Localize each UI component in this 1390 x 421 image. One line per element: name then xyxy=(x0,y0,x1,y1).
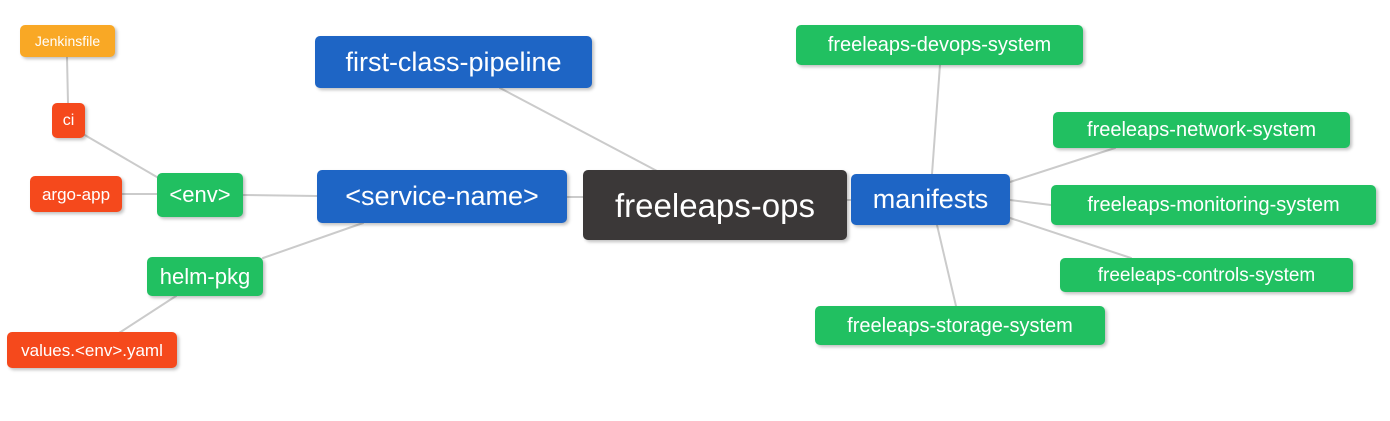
edge-ci-to-env xyxy=(82,133,163,181)
node-network-system[interactable]: freeleaps-network-system xyxy=(1053,112,1350,148)
node-helm-pkg[interactable]: helm-pkg xyxy=(147,257,263,296)
node-jenkinsfile[interactable]: Jenkinsfile xyxy=(20,25,115,57)
edge-manifests-to-devops-system xyxy=(931,64,941,175)
edge-service-name-to-helm-pkg xyxy=(262,222,364,259)
node-first-class-pipeline[interactable]: first-class-pipeline xyxy=(315,36,592,88)
node-service-name[interactable]: <service-name> xyxy=(317,170,567,223)
node-manifests[interactable]: manifests xyxy=(851,174,1010,225)
edge-first-class-pipeline-to-freeleaps-ops xyxy=(499,87,658,172)
edge-manifests-to-storage-system xyxy=(936,224,957,307)
node-controls-system[interactable]: freeleaps-controls-system xyxy=(1060,258,1353,292)
node-monitoring-system[interactable]: freeleaps-monitoring-system xyxy=(1051,185,1376,225)
node-env[interactable]: <env> xyxy=(157,173,243,217)
node-devops-system[interactable]: freeleaps-devops-system xyxy=(796,25,1083,65)
node-freeleaps-ops[interactable]: freeleaps-ops xyxy=(583,170,847,240)
node-argo-app[interactable]: argo-app xyxy=(30,176,122,212)
edge-env-to-service-name xyxy=(242,194,318,197)
edge-manifests-to-monitoring-system xyxy=(1009,199,1052,206)
edge-manifests-to-network-system xyxy=(1009,147,1116,183)
edge-jenkinsfile-to-ci xyxy=(66,56,69,104)
node-values-env-yaml[interactable]: values.<env>.yaml xyxy=(7,332,177,368)
node-ci[interactable]: ci xyxy=(52,103,85,138)
node-storage-system[interactable]: freeleaps-storage-system xyxy=(815,306,1105,345)
edge-helm-pkg-to-values-env-yaml xyxy=(118,295,177,334)
